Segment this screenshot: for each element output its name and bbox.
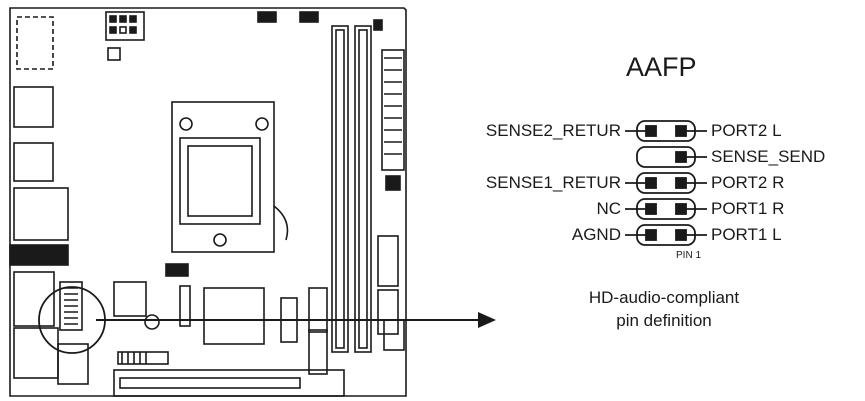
io-port-4 bbox=[9, 244, 69, 266]
sata-vert-2 bbox=[308, 329, 328, 375]
fan-header-2 bbox=[299, 11, 319, 23]
io-port-3 bbox=[13, 187, 69, 241]
pin-label-right-1: PORT2 L bbox=[711, 121, 782, 140]
cpu-socket bbox=[179, 137, 261, 225]
aafp-header bbox=[625, 120, 707, 246]
pin-label-left-1: SENSE2_RETUR bbox=[485, 121, 621, 140]
audio-codec bbox=[59, 281, 83, 331]
front-panel-header bbox=[117, 351, 169, 365]
pointer-arrow bbox=[96, 312, 496, 328]
cpu-socket-frame bbox=[171, 101, 275, 253]
diagram-title: AAFP bbox=[626, 52, 697, 82]
pin-label-left-5: AGND bbox=[571, 225, 621, 244]
pcie-slot bbox=[113, 369, 345, 397]
fan-header-1 bbox=[257, 11, 277, 23]
pin-label-right-2: SENSE_SEND bbox=[711, 147, 826, 166]
chipset bbox=[203, 287, 265, 345]
top-left-module bbox=[16, 16, 54, 70]
pin-label-right-3: PORT2 R bbox=[711, 173, 785, 192]
io-port-6 bbox=[13, 327, 59, 379]
dimm-slot-1 bbox=[331, 25, 349, 353]
caption-line-2: pin definition bbox=[616, 311, 712, 330]
atx-power bbox=[381, 49, 405, 171]
sata-port-1 bbox=[377, 235, 399, 287]
pin-label-left-3: SENSE1_RETUR bbox=[485, 173, 621, 192]
board-outline bbox=[9, 7, 407, 397]
pin-label-right-5: PORT1 L bbox=[711, 225, 782, 244]
io-port-1 bbox=[13, 86, 54, 128]
sata-port-2 bbox=[377, 289, 399, 335]
sata-vert-1 bbox=[308, 287, 328, 333]
header-strip bbox=[179, 285, 191, 327]
io-port-5 bbox=[13, 271, 55, 327]
io-port-2 bbox=[13, 142, 54, 182]
pin1-label: PIN 1 bbox=[676, 250, 702, 261]
power-connector bbox=[105, 11, 145, 41]
aafp-highlight-circle bbox=[38, 286, 106, 354]
dimm-slot-2 bbox=[354, 25, 372, 353]
pin-label-left-4: NC bbox=[596, 199, 621, 218]
small-component bbox=[107, 47, 121, 61]
caption-line-1: HD-audio-compliant bbox=[588, 288, 740, 307]
pin-label-right-4: PORT1 R bbox=[711, 199, 785, 218]
